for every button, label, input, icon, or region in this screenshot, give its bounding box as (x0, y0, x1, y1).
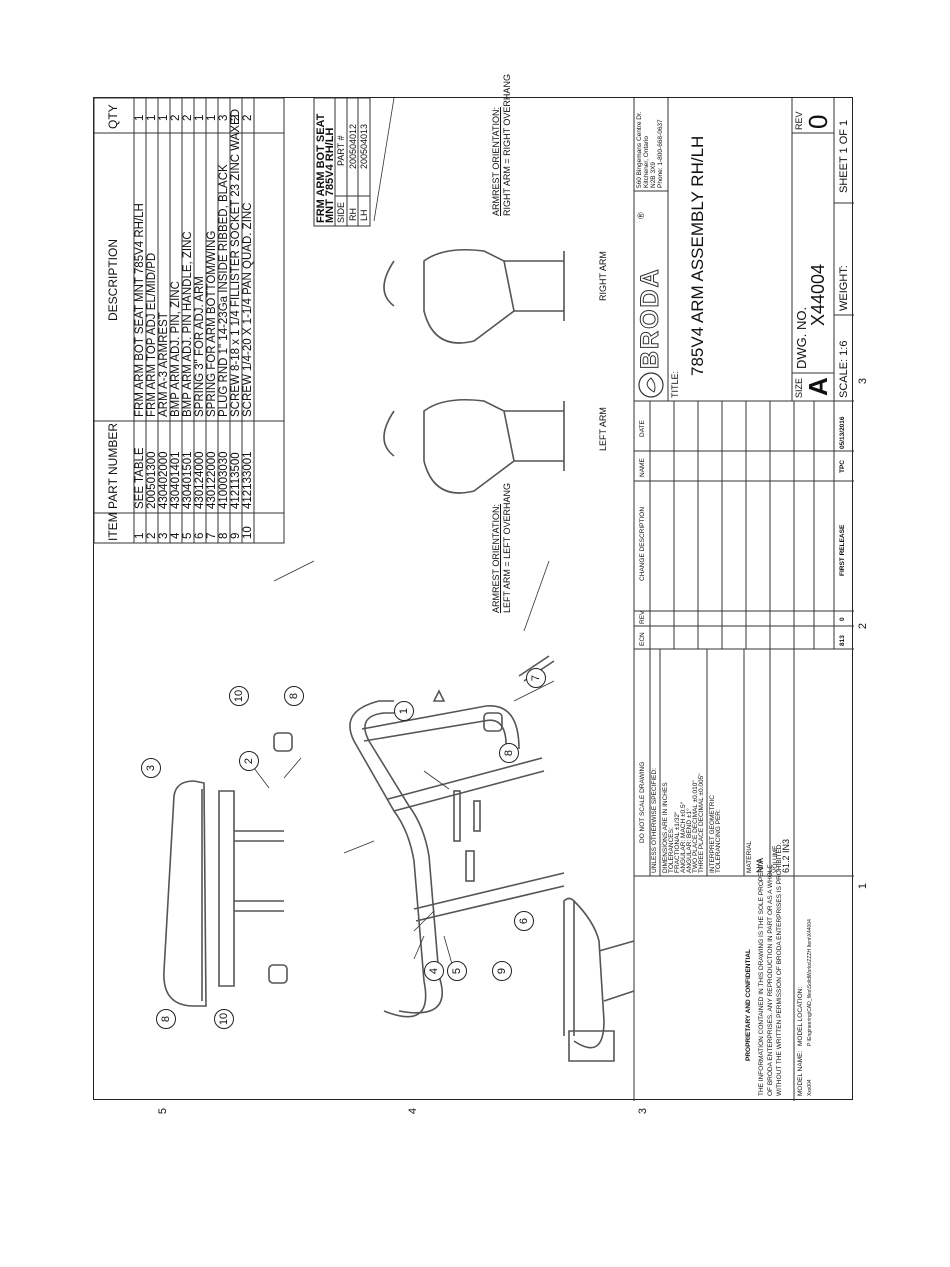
company-mark: ® (636, 212, 646, 219)
company-address-4: Phone: 1-800-668-0637 (657, 119, 664, 188)
weight-label: WEIGHT: (838, 265, 850, 311)
dwg-no-value: X44004 (808, 263, 828, 326)
zone-4: 4 (407, 1107, 420, 1115)
zone-3-bottom: 3 (637, 1107, 650, 1115)
zone-3: 3 (857, 377, 870, 385)
zone-1: 1 (857, 882, 870, 890)
size-value: A (803, 377, 833, 396)
rev-value: 0 (803, 114, 833, 129)
sheet-value: SHEET 1 OF 1 (838, 119, 850, 193)
drawing-graphics (93, 97, 854, 1101)
title-label: TITLE: (670, 370, 680, 398)
broda-logo-icon (638, 372, 664, 398)
dwg-no-label: DWG. NO. (794, 306, 809, 369)
company-name: BRODA (636, 267, 665, 370)
drawing-title: 785V4 ARM ASSEMBLY RH/LH (688, 135, 707, 376)
zone-2: 2 (857, 622, 870, 630)
scale-value: SCALE: 1:6 (838, 340, 850, 398)
zone-5: 5 (157, 1107, 170, 1115)
